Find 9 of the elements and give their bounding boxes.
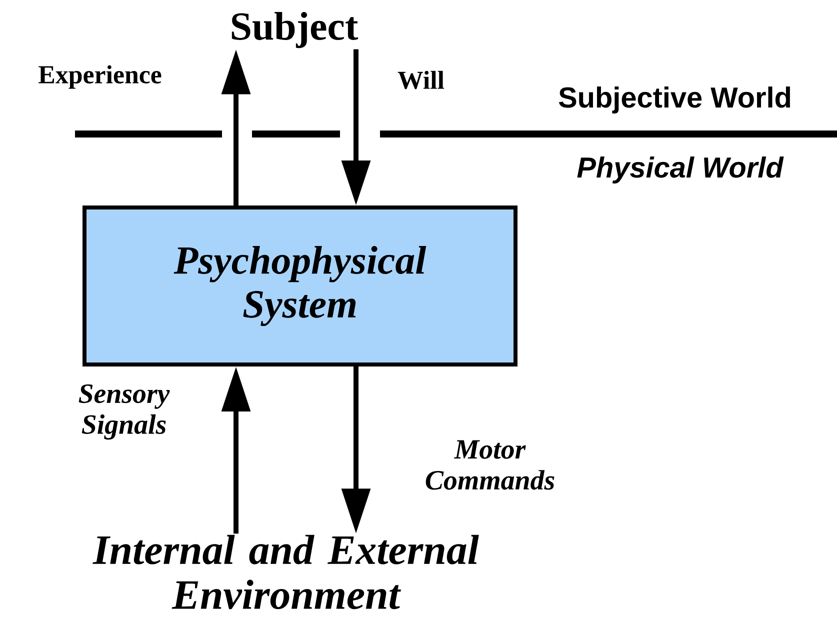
edge-label: Sensory Signals — [78, 384, 170, 440]
subject-label: Subject — [232, 12, 358, 48]
region-label: Subjective World — [558, 86, 790, 114]
environment-label: Internal and External Environment — [92, 534, 479, 610]
edge-label: Experience — [38, 65, 162, 89]
edge-label: Will — [398, 70, 444, 90]
region-label: Physical World — [577, 156, 784, 184]
process-box: Psychophysical System — [82, 206, 518, 366]
edge-label: Motor Commands — [426, 440, 554, 490]
